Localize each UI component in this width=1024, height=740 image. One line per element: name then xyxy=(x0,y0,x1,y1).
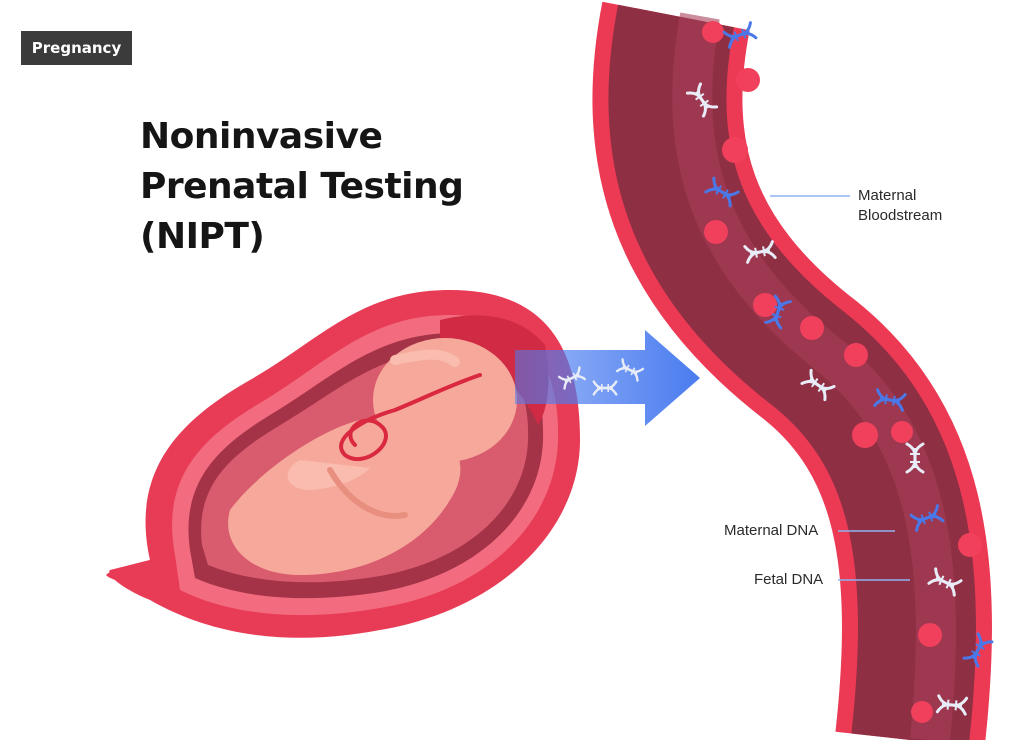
page-title: Noninvasive Prenatal Testing (NIPT) xyxy=(140,112,464,262)
blood-cell-icon xyxy=(753,293,777,317)
label-maternal-bloodstream-line-2: Bloodstream xyxy=(858,207,943,224)
blood-cells xyxy=(702,21,982,723)
blood-cell-icon xyxy=(958,533,982,557)
blood-cell-icon xyxy=(702,21,724,43)
title-line-2: Prenatal Testing xyxy=(140,166,464,207)
label-fetal-dna: Fetal DNA xyxy=(754,571,824,588)
label-maternal-bloodstream-line-1: Maternal xyxy=(858,187,917,204)
blood-cell-icon xyxy=(918,623,942,647)
blood-cell-icon xyxy=(704,220,728,244)
blood-cell-icon xyxy=(800,316,824,340)
blood-cell-icon xyxy=(722,137,748,163)
blood-cell-icon xyxy=(736,68,760,92)
blood-cell-icon xyxy=(911,701,933,723)
blood-cell-icon xyxy=(891,421,913,443)
title-line-3: (NIPT) xyxy=(140,216,265,257)
blood-vessel xyxy=(592,1,992,740)
label-maternal-dna: Maternal DNA xyxy=(724,522,819,539)
arrow-right-icon xyxy=(515,330,700,426)
category-tag-pregnancy[interactable]: Pregnancy xyxy=(21,31,132,65)
title-line-1: Noninvasive xyxy=(140,116,383,157)
label-maternal-bloodstream: Maternal Bloodstream xyxy=(858,186,942,226)
blood-cell-icon xyxy=(852,422,878,448)
fetus xyxy=(228,338,517,575)
blood-cell-icon xyxy=(844,343,868,367)
